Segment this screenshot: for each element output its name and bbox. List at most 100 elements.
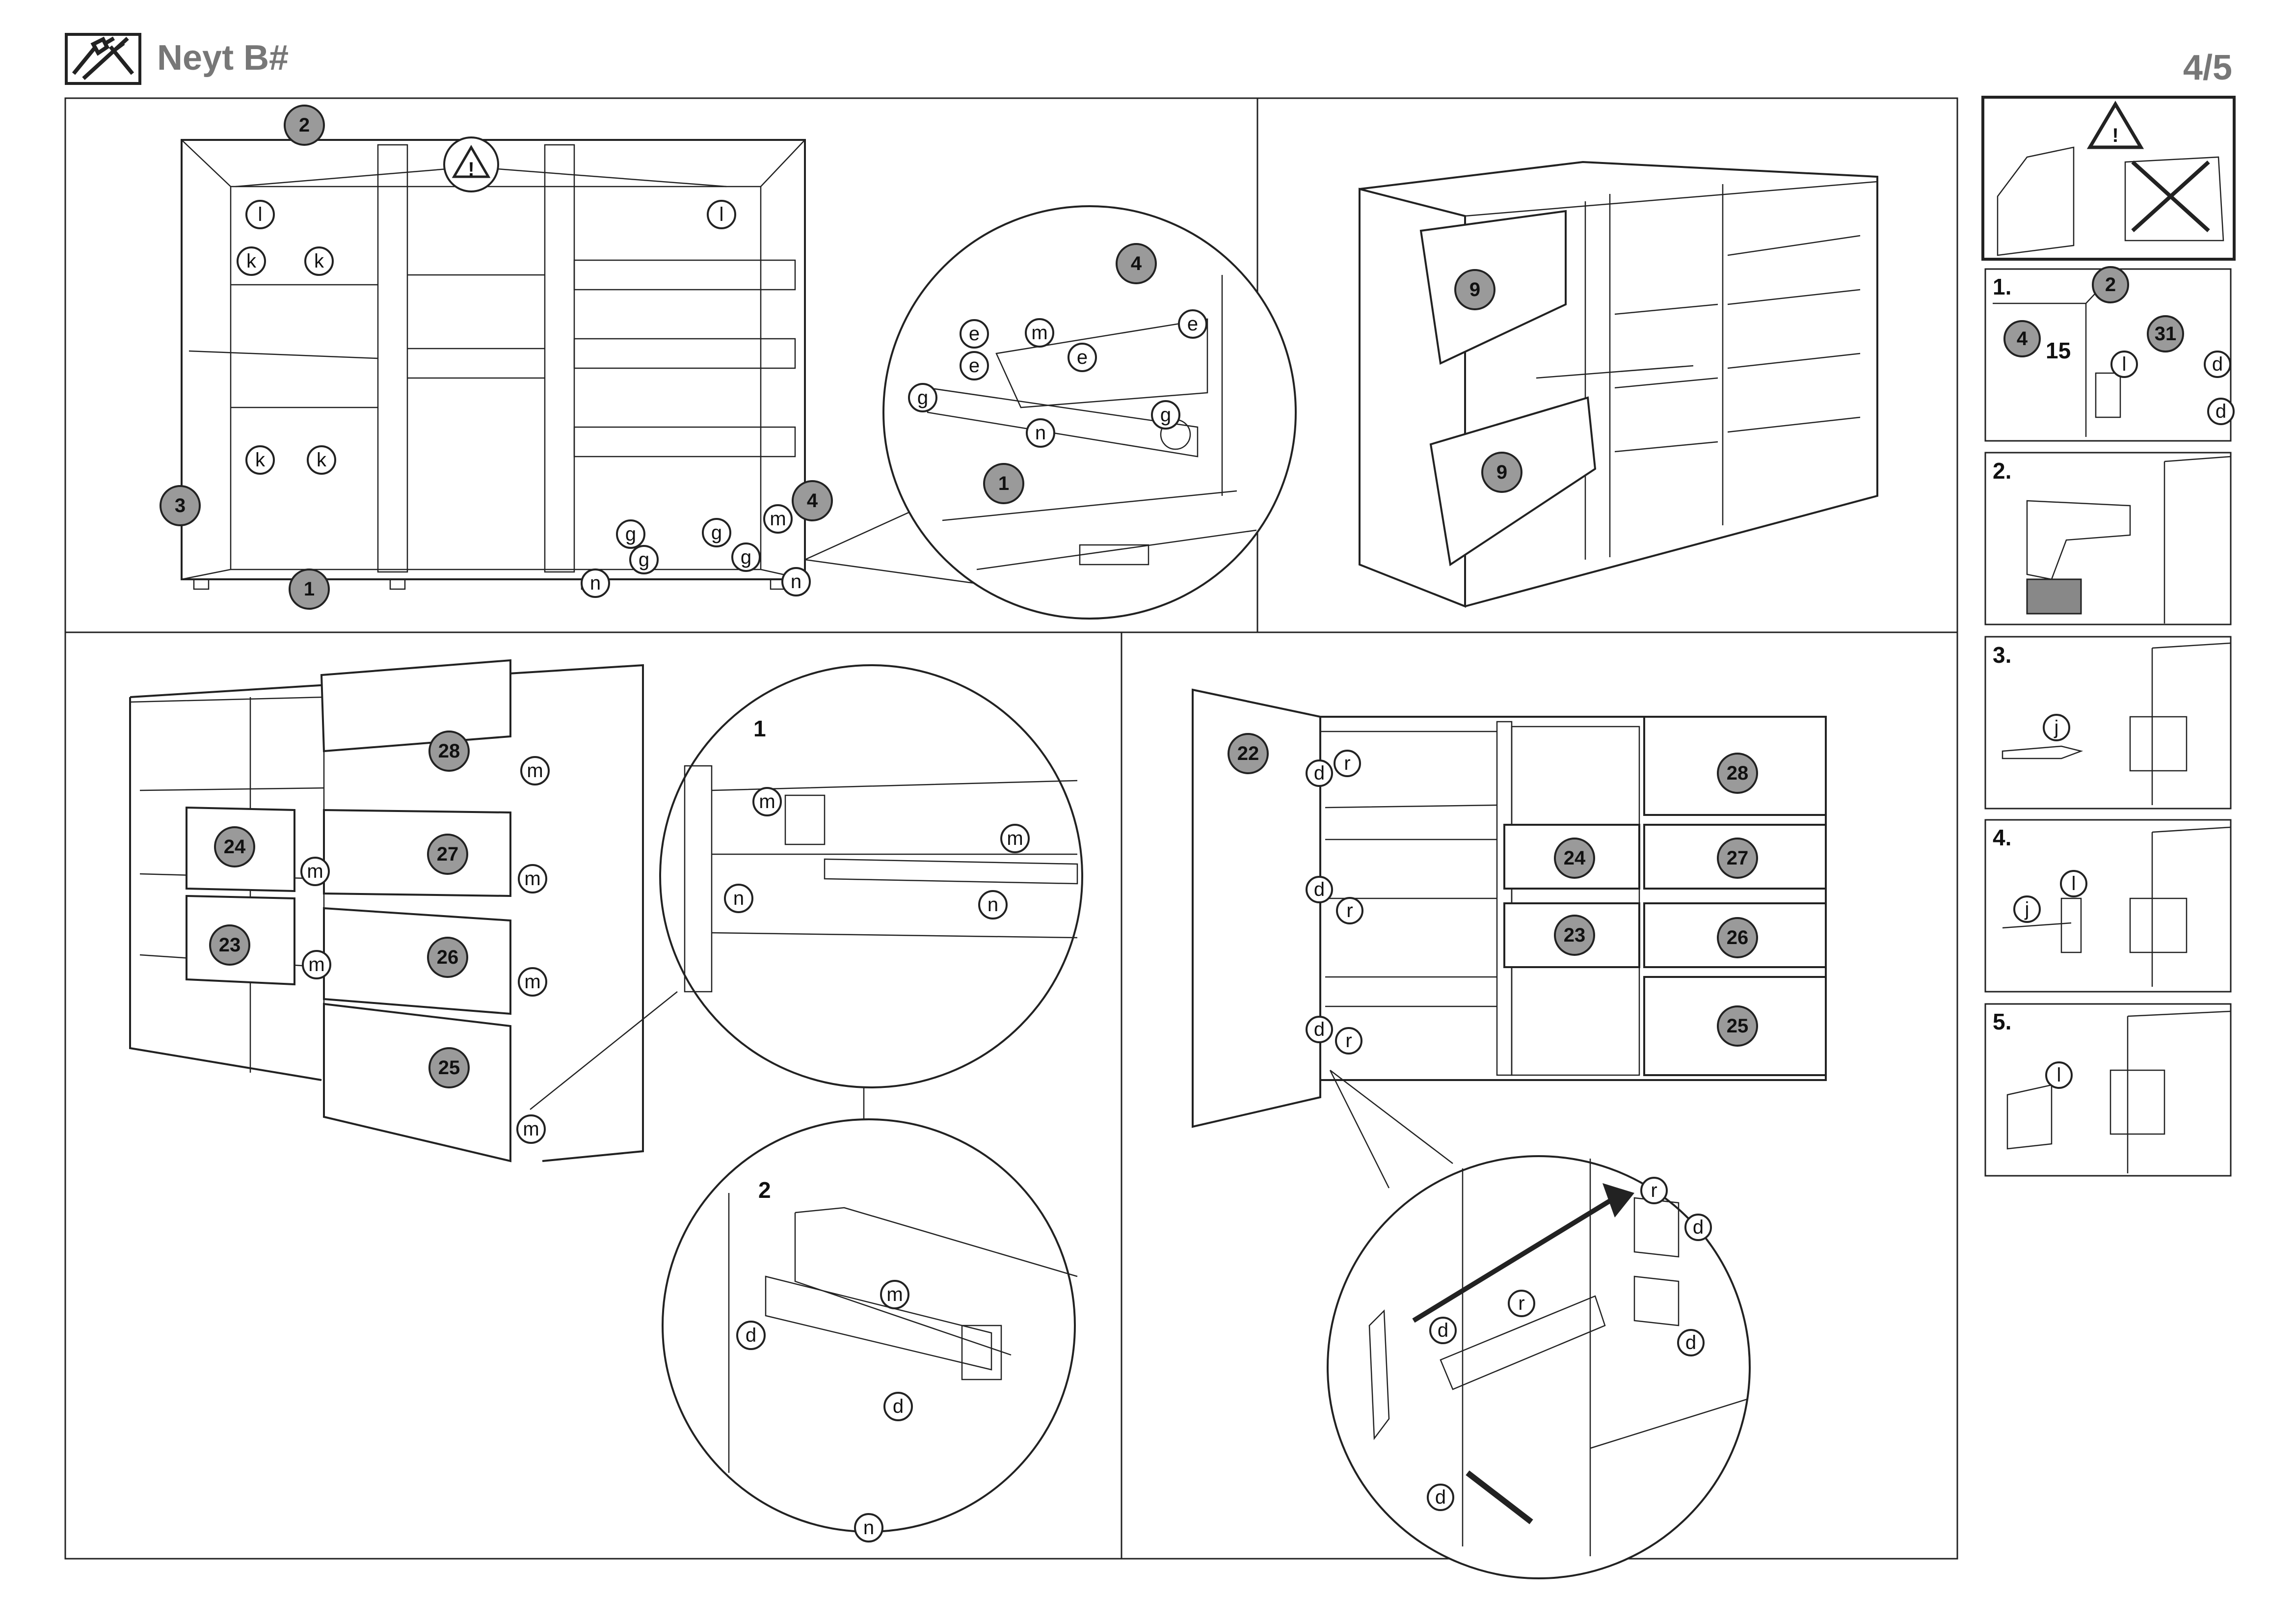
page-number: 4/5	[2183, 48, 2232, 87]
part-number: 2	[2092, 266, 2129, 303]
part-number: 27	[427, 834, 468, 875]
svg-text:1: 1	[304, 578, 315, 600]
hardware-label: d	[736, 1321, 766, 1350]
sidebar-step-4: 4. l j	[1984, 819, 2232, 993]
svg-text:r: r	[1651, 1180, 1657, 1201]
wall-anchor-warning: !	[1981, 96, 2236, 261]
part-number: 27	[1717, 838, 1758, 879]
hardware-label: n	[1026, 418, 1055, 448]
hardware-label: l	[2060, 870, 2087, 897]
svg-text:g: g	[625, 523, 636, 545]
svg-text:26: 26	[1727, 927, 1749, 948]
sidebar-step-2: 2.	[1984, 452, 2232, 625]
hardware-label: g	[629, 545, 659, 574]
hardware-label: m	[752, 787, 782, 816]
svg-text:n: n	[1035, 422, 1046, 444]
part-number: 4	[2003, 320, 2041, 357]
svg-text:r: r	[1345, 1030, 1352, 1052]
svg-text:l: l	[2072, 873, 2076, 894]
part-number: 25	[428, 1047, 470, 1088]
part-number: 9	[1454, 269, 1495, 310]
hardware-label: m	[518, 864, 547, 893]
svg-text:d: d	[1314, 879, 1325, 900]
svg-text:d: d	[893, 1396, 904, 1417]
hardware-label: k	[307, 445, 336, 475]
hardware-label: m	[300, 857, 330, 886]
hardware-label: n	[781, 567, 811, 596]
svg-text:m: m	[527, 760, 543, 782]
hardware-label: d	[1429, 1317, 1457, 1344]
zoom-detail-1	[659, 664, 1083, 1088]
hardware-label: k	[245, 445, 275, 475]
zoom-step-number: 1	[753, 716, 766, 741]
svg-text:e: e	[1187, 313, 1198, 335]
zoom-detail-hinge	[1327, 1155, 1751, 1579]
svg-text:g: g	[639, 549, 649, 570]
svg-text:d: d	[1435, 1487, 1446, 1508]
svg-text:j: j	[2025, 898, 2029, 920]
svg-text:k: k	[246, 250, 257, 272]
part-number: 4	[792, 480, 833, 521]
svg-text:d: d	[746, 1325, 756, 1346]
hardware-label: l	[245, 200, 275, 229]
svg-text:g: g	[917, 387, 928, 408]
svg-text:k: k	[317, 449, 327, 471]
svg-text:d: d	[1693, 1217, 1704, 1238]
svg-text:l: l	[2122, 353, 2127, 375]
hardware-label: k	[304, 246, 334, 276]
svg-text:3: 3	[175, 495, 186, 516]
svg-text:m: m	[759, 791, 775, 812]
hardware-label: j	[2013, 895, 2041, 923]
panel-3-drawer-assembly: 28 24 27 23 26 25 m m m m m m 1 m m n n …	[129, 659, 1083, 1543]
hardware-label: k	[237, 246, 266, 276]
svg-text:n: n	[791, 571, 801, 593]
svg-text:e: e	[969, 355, 980, 377]
part-number: 25	[1717, 1005, 1758, 1047]
hardware-label: r	[1335, 1027, 1362, 1055]
svg-text:m: m	[1007, 828, 1023, 849]
svg-text:3.: 3.	[1993, 642, 2011, 668]
part-number: 4	[1116, 243, 1157, 284]
svg-text:m: m	[886, 1284, 903, 1305]
hardware-label: d	[1306, 1016, 1333, 1043]
svg-text:n: n	[590, 572, 601, 594]
svg-text:!: !	[468, 159, 474, 180]
svg-text:2: 2	[299, 114, 310, 136]
svg-text:31: 31	[2155, 323, 2177, 345]
svg-text:d: d	[1438, 1320, 1448, 1341]
svg-text:g: g	[741, 546, 751, 568]
panel-4-door-hinges: 22 28 24 27 23 26 25 d r d r d r r d d r…	[1192, 688, 1827, 1579]
measurement-label: 15	[2046, 338, 2071, 363]
svg-text:n: n	[733, 888, 744, 909]
panel-1-cabinet-assembly: ! 2 3 1 4 l l k k k k g g g g m n n 4 1 …	[160, 105, 1297, 620]
svg-text:m: m	[770, 508, 786, 530]
svg-text:28: 28	[1727, 762, 1749, 784]
svg-text:g: g	[1160, 404, 1171, 426]
zoom-detail	[882, 205, 1297, 620]
hardware-label: l	[707, 200, 736, 229]
part-number: 22	[1228, 733, 1269, 774]
svg-text:m: m	[524, 868, 540, 890]
svg-text:m: m	[1031, 322, 1047, 344]
part-number: 26	[1717, 917, 1758, 958]
part-number: 9	[1481, 452, 1522, 493]
svg-text:m: m	[307, 861, 323, 882]
hardware-label: n	[724, 884, 753, 913]
svg-text:4.: 4.	[1993, 825, 2011, 850]
svg-text:e: e	[969, 323, 980, 345]
svg-text:l: l	[2057, 1064, 2061, 1086]
part-number: 31	[2147, 315, 2184, 352]
hardware-label: l	[2045, 1061, 2073, 1089]
svg-text:26: 26	[437, 947, 459, 968]
svg-text:d: d	[1314, 1019, 1325, 1040]
hardware-label: m	[1000, 824, 1030, 853]
part-number: 24	[214, 826, 255, 867]
svg-text:!: !	[2112, 125, 2118, 146]
hardware-label: e	[960, 351, 989, 380]
hardware-label: m	[1025, 318, 1054, 348]
part-number: 28	[1717, 753, 1758, 794]
svg-text:24: 24	[224, 836, 246, 858]
part-number: 3	[160, 485, 201, 526]
hardware-label: m	[302, 950, 331, 979]
hardware-label: m	[516, 1114, 546, 1144]
